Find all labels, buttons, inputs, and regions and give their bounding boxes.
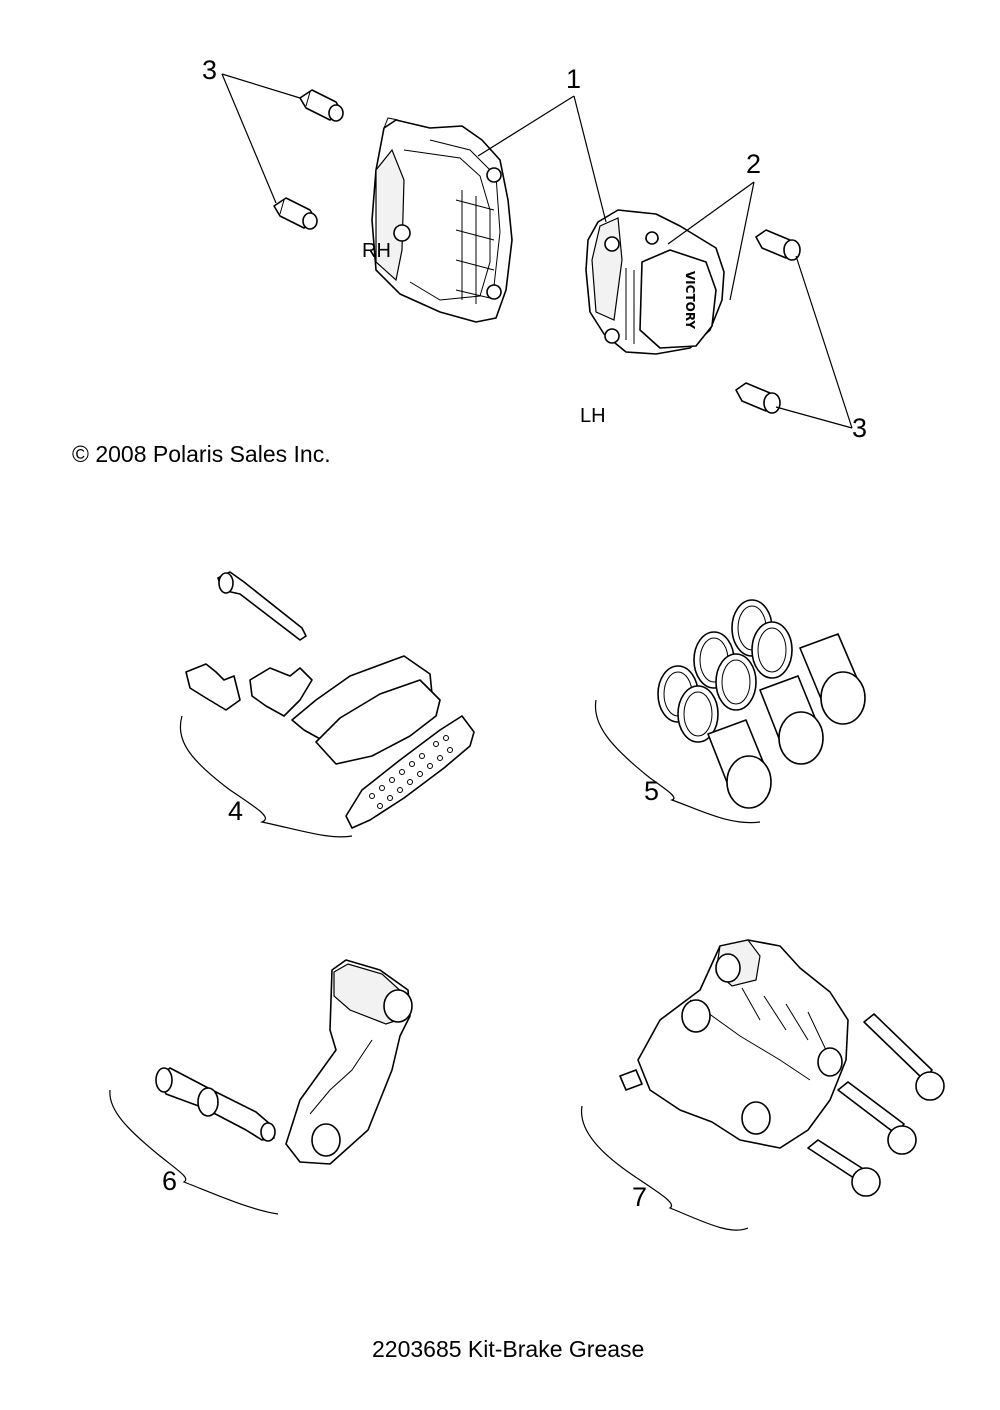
callout-4: 4 bbox=[228, 796, 243, 826]
pistons-kit-5 bbox=[707, 633, 866, 809]
caliper-bolts-7 bbox=[807, 1013, 945, 1197]
callout-3-upper: 3 bbox=[202, 55, 217, 85]
caliper-brand-text: VICTORY bbox=[683, 271, 697, 330]
bolt-lower-1 bbox=[755, 229, 801, 261]
label-rh: RH bbox=[362, 240, 391, 262]
copyright-notice: © 2008 Polaris Sales Inc. bbox=[72, 441, 331, 467]
callout-6: 6 bbox=[162, 1166, 177, 1196]
label-lh: LH bbox=[580, 405, 606, 427]
caliper-lh: VICTORY bbox=[585, 209, 725, 355]
callout-2: 2 bbox=[746, 149, 761, 179]
callout-3-lower: 3 bbox=[852, 413, 867, 443]
callout-5: 5 bbox=[644, 776, 659, 806]
bracket-6 bbox=[109, 1089, 279, 1215]
caliper-body-7 bbox=[619, 939, 849, 1149]
bolt-lower-2 bbox=[735, 382, 781, 414]
seal-kit-5 bbox=[657, 599, 793, 743]
callout-7: 7 bbox=[632, 1182, 647, 1212]
footer-note: 2203685 Kit-Brake Grease bbox=[372, 1336, 644, 1362]
callout-1: 1 bbox=[566, 64, 581, 94]
caliper-rh bbox=[371, 117, 513, 323]
pad-kit-4 bbox=[185, 571, 475, 829]
slide-pin-6 bbox=[155, 1067, 276, 1142]
bracket-7 bbox=[580, 1105, 749, 1231]
bolt-upper-2 bbox=[273, 197, 318, 230]
pad-backing-holes bbox=[369, 735, 453, 809]
bracket-4 bbox=[179, 715, 353, 838]
mounting-bracket-6 bbox=[285, 959, 413, 1165]
bolt-upper-1 bbox=[299, 89, 344, 122]
bracket-5 bbox=[594, 699, 761, 824]
